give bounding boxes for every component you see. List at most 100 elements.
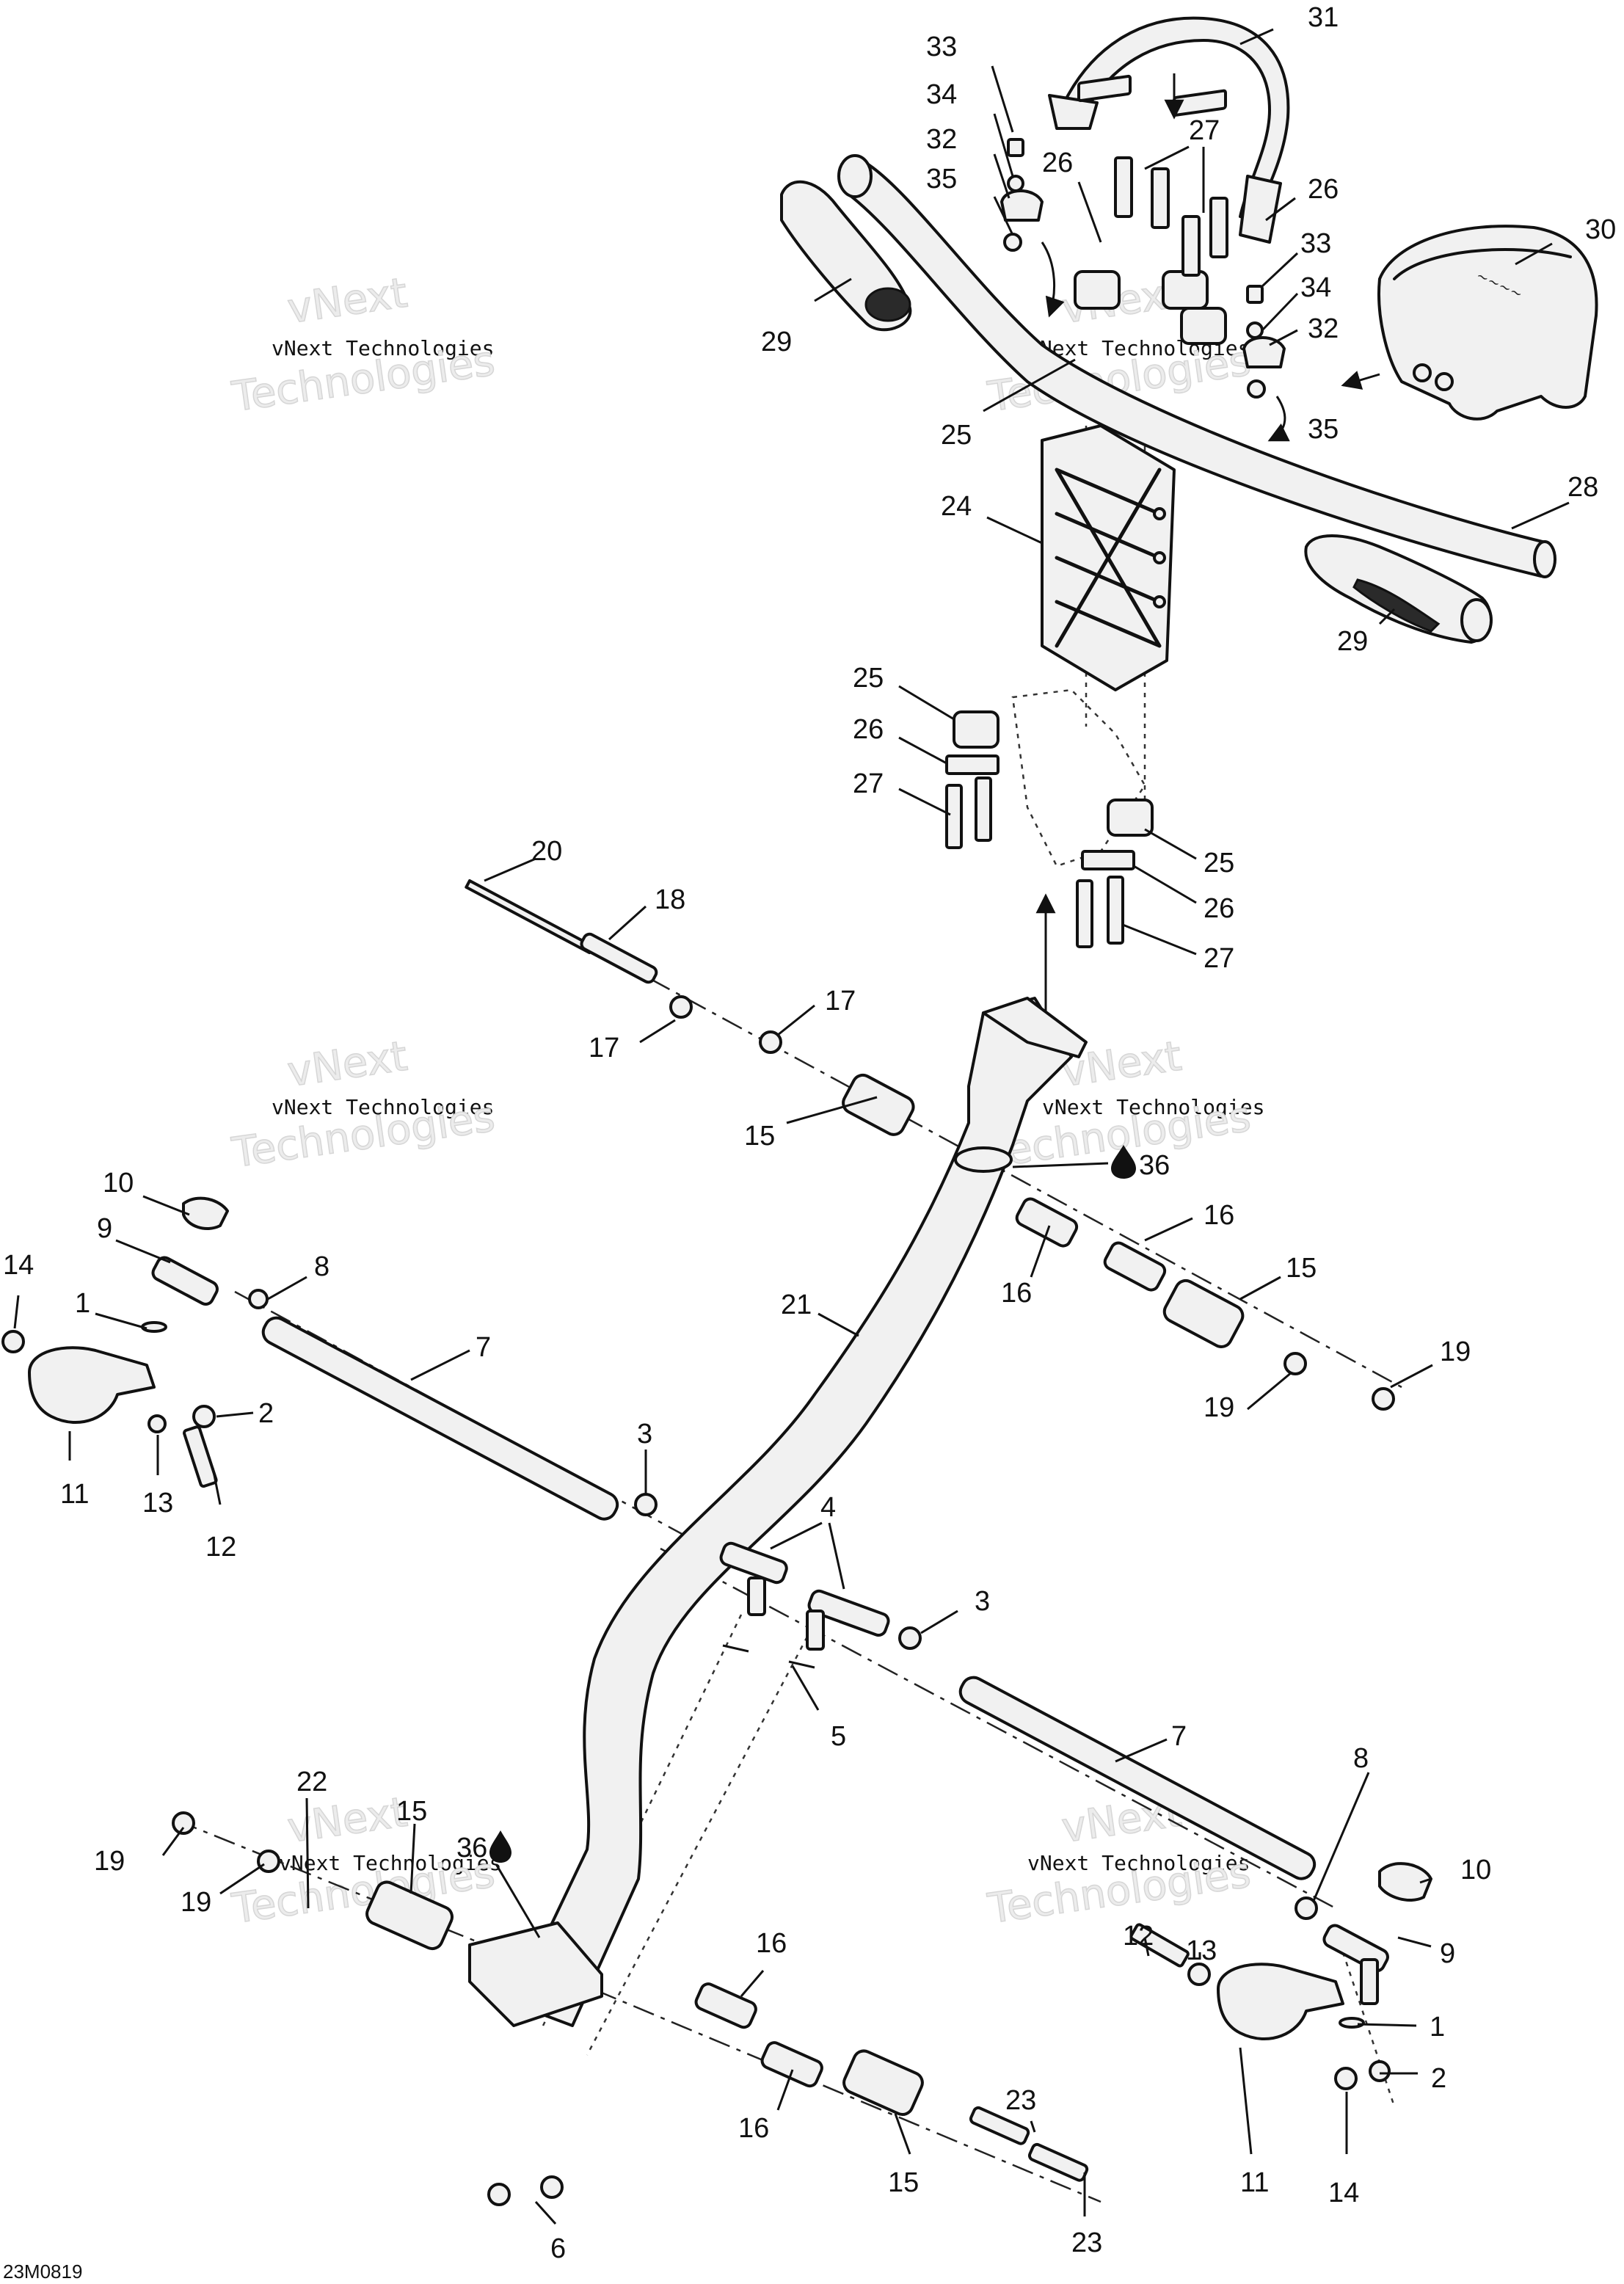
grip-texture	[1352, 578, 1441, 633]
spacer	[1015, 1197, 1079, 1248]
screw-head	[1246, 285, 1264, 304]
callout-32: 32	[1308, 313, 1339, 344]
column-bottom-plate	[468, 1921, 603, 2027]
spacer	[969, 2106, 1030, 2145]
pad-body	[1377, 225, 1598, 421]
ball-stud	[1360, 1958, 1379, 2005]
upper-right-spacers	[1015, 1197, 1395, 1411]
washer	[759, 1030, 782, 1054]
watermark-text: vNext Technologies	[1027, 1851, 1250, 1875]
watermark-text: vNext Technologies	[279, 1851, 501, 1875]
lock-nut	[1334, 2067, 1358, 2090]
callout-3: 3	[975, 1586, 990, 1617]
pivot-bolt	[465, 879, 594, 955]
small-clamp-left	[1000, 138, 1044, 252]
lubricant-drop-icon	[489, 1830, 511, 1863]
watermark-text: vNext Technologies	[272, 1095, 494, 1119]
callout-18: 18	[655, 884, 685, 915]
callout-14: 14	[1328, 2178, 1359, 2208]
callout-16: 16	[1001, 1278, 1032, 1309]
lock-nut	[172, 1811, 195, 1835]
jam-nut	[898, 1626, 922, 1650]
callout-36: 36	[456, 1833, 487, 1863]
joint-cap	[182, 1196, 229, 1230]
callout-25: 25	[853, 663, 884, 694]
bolt	[1129, 1923, 1190, 1968]
callout-31: 31	[1308, 2, 1339, 33]
callout-1: 1	[75, 1288, 90, 1319]
washer	[1187, 1963, 1211, 1986]
callout-35: 35	[926, 164, 957, 194]
washer	[1007, 175, 1024, 192]
callout-29: 29	[1337, 626, 1368, 657]
callout-19: 19	[1204, 1392, 1234, 1423]
callout-1: 1	[1430, 2012, 1445, 2043]
riser-hole	[1153, 507, 1166, 520]
tie-rod-axis-right	[660, 1547, 1336, 1910]
ball-joint	[807, 1589, 890, 1637]
callout-15: 15	[1286, 1253, 1317, 1284]
callout-13: 13	[142, 1488, 173, 1519]
callout-19: 19	[1440, 1336, 1471, 1367]
washer	[148, 1414, 167, 1433]
callout-9: 9	[97, 1213, 112, 1244]
steering-arm-left	[1, 1196, 269, 1488]
ghost-outline	[1011, 688, 1146, 868]
callout-16: 16	[756, 1928, 787, 1959]
clamp-bolt	[975, 777, 992, 842]
clamp-bolt	[1181, 215, 1201, 277]
clamp-block	[1180, 307, 1227, 345]
watermark-brand: vNext	[285, 269, 410, 333]
callout-15: 15	[744, 1121, 775, 1152]
callout-17: 17	[589, 1033, 619, 1063]
riser-clamp-lower-left	[945, 710, 999, 849]
callout-21: 21	[781, 1290, 812, 1320]
circlip	[788, 1660, 815, 1669]
upper-pivot-hardware	[465, 879, 915, 1136]
lock-nut	[1372, 1387, 1395, 1411]
callout-27: 27	[1189, 115, 1220, 146]
callout-25: 25	[941, 420, 972, 451]
arm-body	[1217, 1963, 1344, 2040]
callout-8: 8	[1353, 1743, 1369, 1774]
callout-3: 3	[637, 1419, 652, 1450]
callout-7: 7	[1171, 1721, 1187, 1752]
small-clamp-right	[1242, 285, 1286, 399]
spacer	[1103, 1241, 1167, 1292]
callout-24: 24	[941, 491, 972, 522]
ball-joint	[719, 1541, 788, 1585]
grip-left	[780, 180, 912, 332]
callout-13: 13	[1186, 1935, 1217, 1966]
shim-plate	[1173, 89, 1227, 117]
nut	[248, 1289, 269, 1309]
callout-8: 8	[314, 1251, 329, 1282]
callout-10: 10	[103, 1168, 134, 1199]
callout-5: 5	[831, 1721, 846, 1752]
column-bracket-ghost	[1011, 688, 1146, 868]
washer	[669, 995, 693, 1019]
callout-26: 26	[1308, 174, 1339, 205]
shim-plate	[1077, 74, 1132, 103]
callout-19: 19	[181, 1887, 211, 1918]
shim-plate	[945, 754, 999, 775]
jam-nut	[634, 1493, 658, 1516]
callout-labels: 33 34 32 35 26 27 31 26 33 34 32 35 30 2…	[3, 2, 1616, 2264]
ball-stud	[747, 1576, 766, 1616]
callout-11: 11	[1240, 2167, 1269, 2198]
clamp-block	[1107, 799, 1154, 837]
cable-clip	[1000, 189, 1044, 222]
callout-26: 26	[1204, 893, 1234, 924]
riser-hole	[1153, 595, 1166, 608]
clamp-bolt	[1114, 156, 1133, 218]
callout-36: 36	[1139, 1150, 1170, 1181]
callout-12: 12	[1123, 1921, 1154, 1952]
callout-28: 28	[1567, 472, 1598, 503]
lubricant-drop-icon	[1111, 1145, 1136, 1179]
center-ball-joints	[719, 1541, 922, 1669]
callout-4: 4	[820, 1492, 836, 1523]
callout-17: 17	[825, 986, 856, 1016]
callout-10: 10	[1460, 1855, 1491, 1885]
clamp-bolt	[1107, 876, 1124, 945]
drawing-number: 23M0819	[3, 2261, 82, 2283]
handlebar-strap	[1048, 16, 1290, 244]
